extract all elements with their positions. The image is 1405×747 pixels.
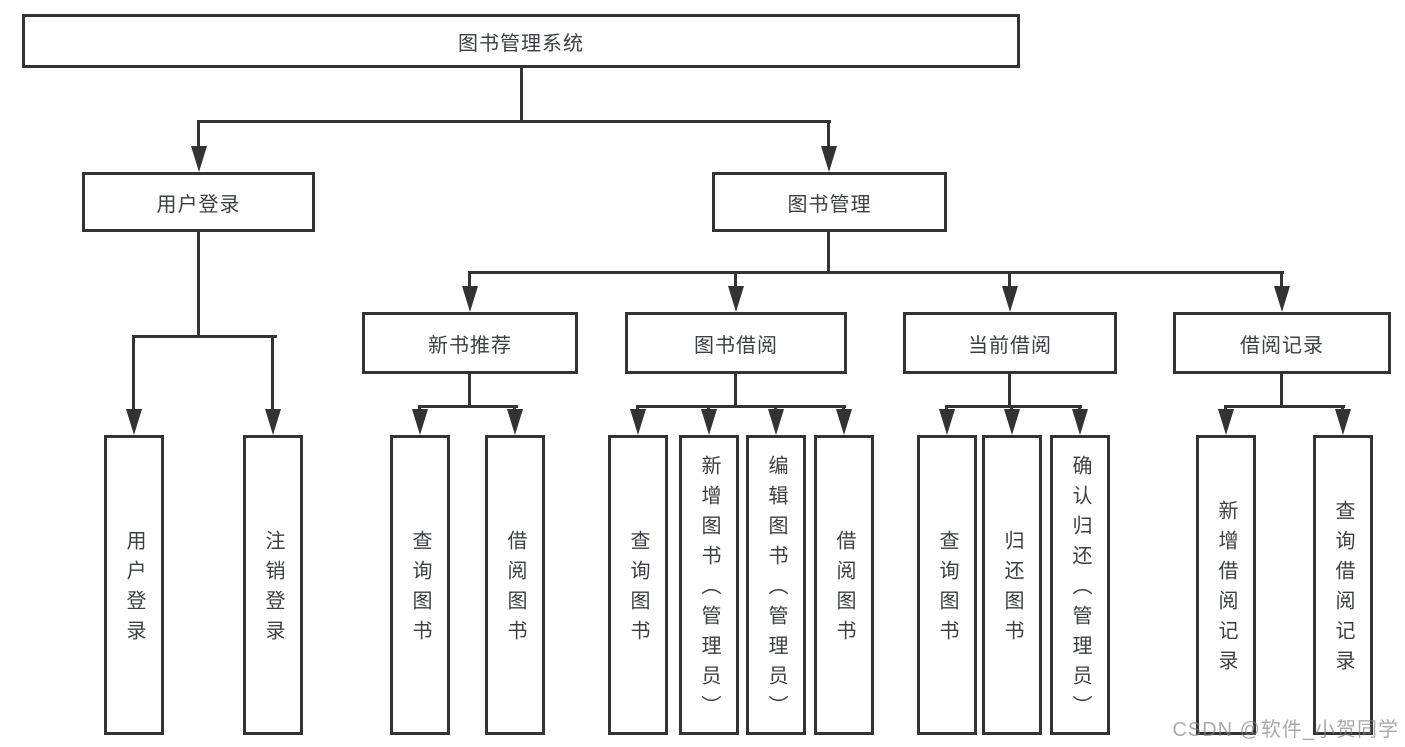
arrow-down-icon <box>701 409 717 435</box>
connector-line <box>271 335 274 411</box>
connector-line <box>1280 374 1283 408</box>
arrow-down-icon <box>412 409 428 435</box>
connector-line <box>734 271 737 289</box>
arrow-down-icon <box>1335 409 1351 435</box>
connector-line <box>827 120 830 148</box>
leaf-query-borrow-record: 查询借阅记录 <box>1313 435 1373 735</box>
node-current-borrow: 当前借阅 <box>903 312 1117 374</box>
leaf-add-book-admin: 新增图书（管理员） <box>679 435 739 735</box>
arrow-down-icon <box>1072 409 1088 435</box>
node-new-book-recommend: 新书推荐 <box>362 312 578 374</box>
connector-line <box>520 68 523 123</box>
connector-line <box>1280 271 1283 289</box>
csdn-watermark: CSDN @软件_小贺同学 <box>1172 719 1399 741</box>
connector-line <box>734 374 737 408</box>
arrow-down-icon <box>1274 286 1290 312</box>
connector-line <box>197 120 200 148</box>
leaf-query-books-borrow: 查询图书 <box>608 435 668 735</box>
arrow-down-icon <box>768 409 784 435</box>
connector-line <box>945 405 1082 408</box>
connector-line <box>827 232 830 274</box>
connector-line <box>1008 271 1011 289</box>
leaf-borrow-books-recommend: 借阅图书 <box>485 435 545 735</box>
node-book-management: 图书管理 <box>712 172 947 232</box>
connector-line <box>1008 374 1011 408</box>
arrow-down-icon <box>821 146 837 172</box>
connector-line <box>468 271 1284 274</box>
connector-line <box>418 405 518 408</box>
connector-line <box>197 120 831 123</box>
leaf-edit-book-admin: 编辑图书（管理员） <box>746 435 806 735</box>
node-borrow-records: 借阅记录 <box>1173 312 1391 374</box>
arrow-down-icon <box>1002 286 1018 312</box>
arrow-down-icon <box>126 409 142 435</box>
connector-line <box>132 335 277 338</box>
leaf-query-books-current: 查询图书 <box>917 435 977 735</box>
node-library-management-system: 图书管理系统 <box>22 14 1020 68</box>
arrow-down-icon <box>939 409 955 435</box>
connector-line <box>636 405 846 408</box>
leaf-confirm-return-admin: 确认归还（管理员） <box>1050 435 1110 735</box>
node-book-borrow: 图书借阅 <box>625 312 847 374</box>
connector-line <box>1224 405 1345 408</box>
connector-line <box>132 335 135 411</box>
arrow-down-icon <box>1218 409 1234 435</box>
leaf-query-books-recommend: 查询图书 <box>390 435 450 735</box>
connector-line <box>197 232 200 338</box>
leaf-logout: 注销登录 <box>243 435 303 735</box>
leaf-add-borrow-record: 新增借阅记录 <box>1196 435 1256 735</box>
arrow-down-icon <box>728 286 744 312</box>
arrow-down-icon <box>836 409 852 435</box>
leaf-user-login: 用户登录 <box>104 435 164 735</box>
arrow-down-icon <box>630 409 646 435</box>
connector-line <box>468 271 471 289</box>
arrow-down-icon <box>191 146 207 172</box>
node-user-login: 用户登录 <box>82 172 315 232</box>
leaf-borrow-books-borrow: 借阅图书 <box>814 435 874 735</box>
arrow-down-icon <box>507 409 523 435</box>
arrow-down-icon <box>265 409 281 435</box>
arrow-down-icon <box>462 286 478 312</box>
arrow-down-icon <box>1004 409 1020 435</box>
connector-line <box>468 374 471 408</box>
leaf-return-books: 归还图书 <box>982 435 1042 735</box>
